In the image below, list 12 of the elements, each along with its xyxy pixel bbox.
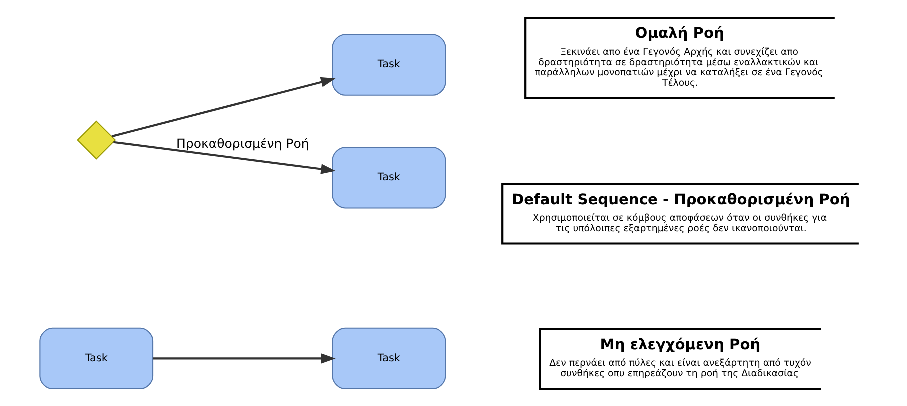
arrow <box>152 354 336 364</box>
node-box: Task <box>332 34 446 96</box>
node-box: Task <box>332 147 446 209</box>
node-text: Default Sequence - Προκαθορισμένη Ροή Χρησιμοποιείται σε κόμβους αποφάσεων όταν οι συνθήκες για τις υπόλοιπες εξαρτημένες ροές δεν ικανοποιούνται. <box>511 191 850 234</box>
node-text: Μη ελεγχόμενη Ροή Δεν περνάει από πύλες και είναι ανεξάρτητη από τυχόν συνθήκες οπυ επηρεάζουν τη ροή της Διαδικασίας <box>549 336 811 380</box>
arrow <box>113 141 336 174</box>
node-diamond <box>76 120 116 160</box>
arrow <box>111 77 336 138</box>
node-box: Task <box>39 328 154 390</box>
node-text: Ομαλή Ροή Ξεκινάει απο ένα Γεγονός Αρχής και συνεχίζει απο δραστηριότητα σε δραστηριότητα μέσω εναλλακτικών και παράλληλων μονοπατιών μέχρι να καταλήξει σε ένα Γεγονός Τέλους. <box>534 25 823 90</box>
edge-label: Προκαθορισμένη Ροή <box>176 136 309 152</box>
node-box: Task <box>332 328 446 390</box>
